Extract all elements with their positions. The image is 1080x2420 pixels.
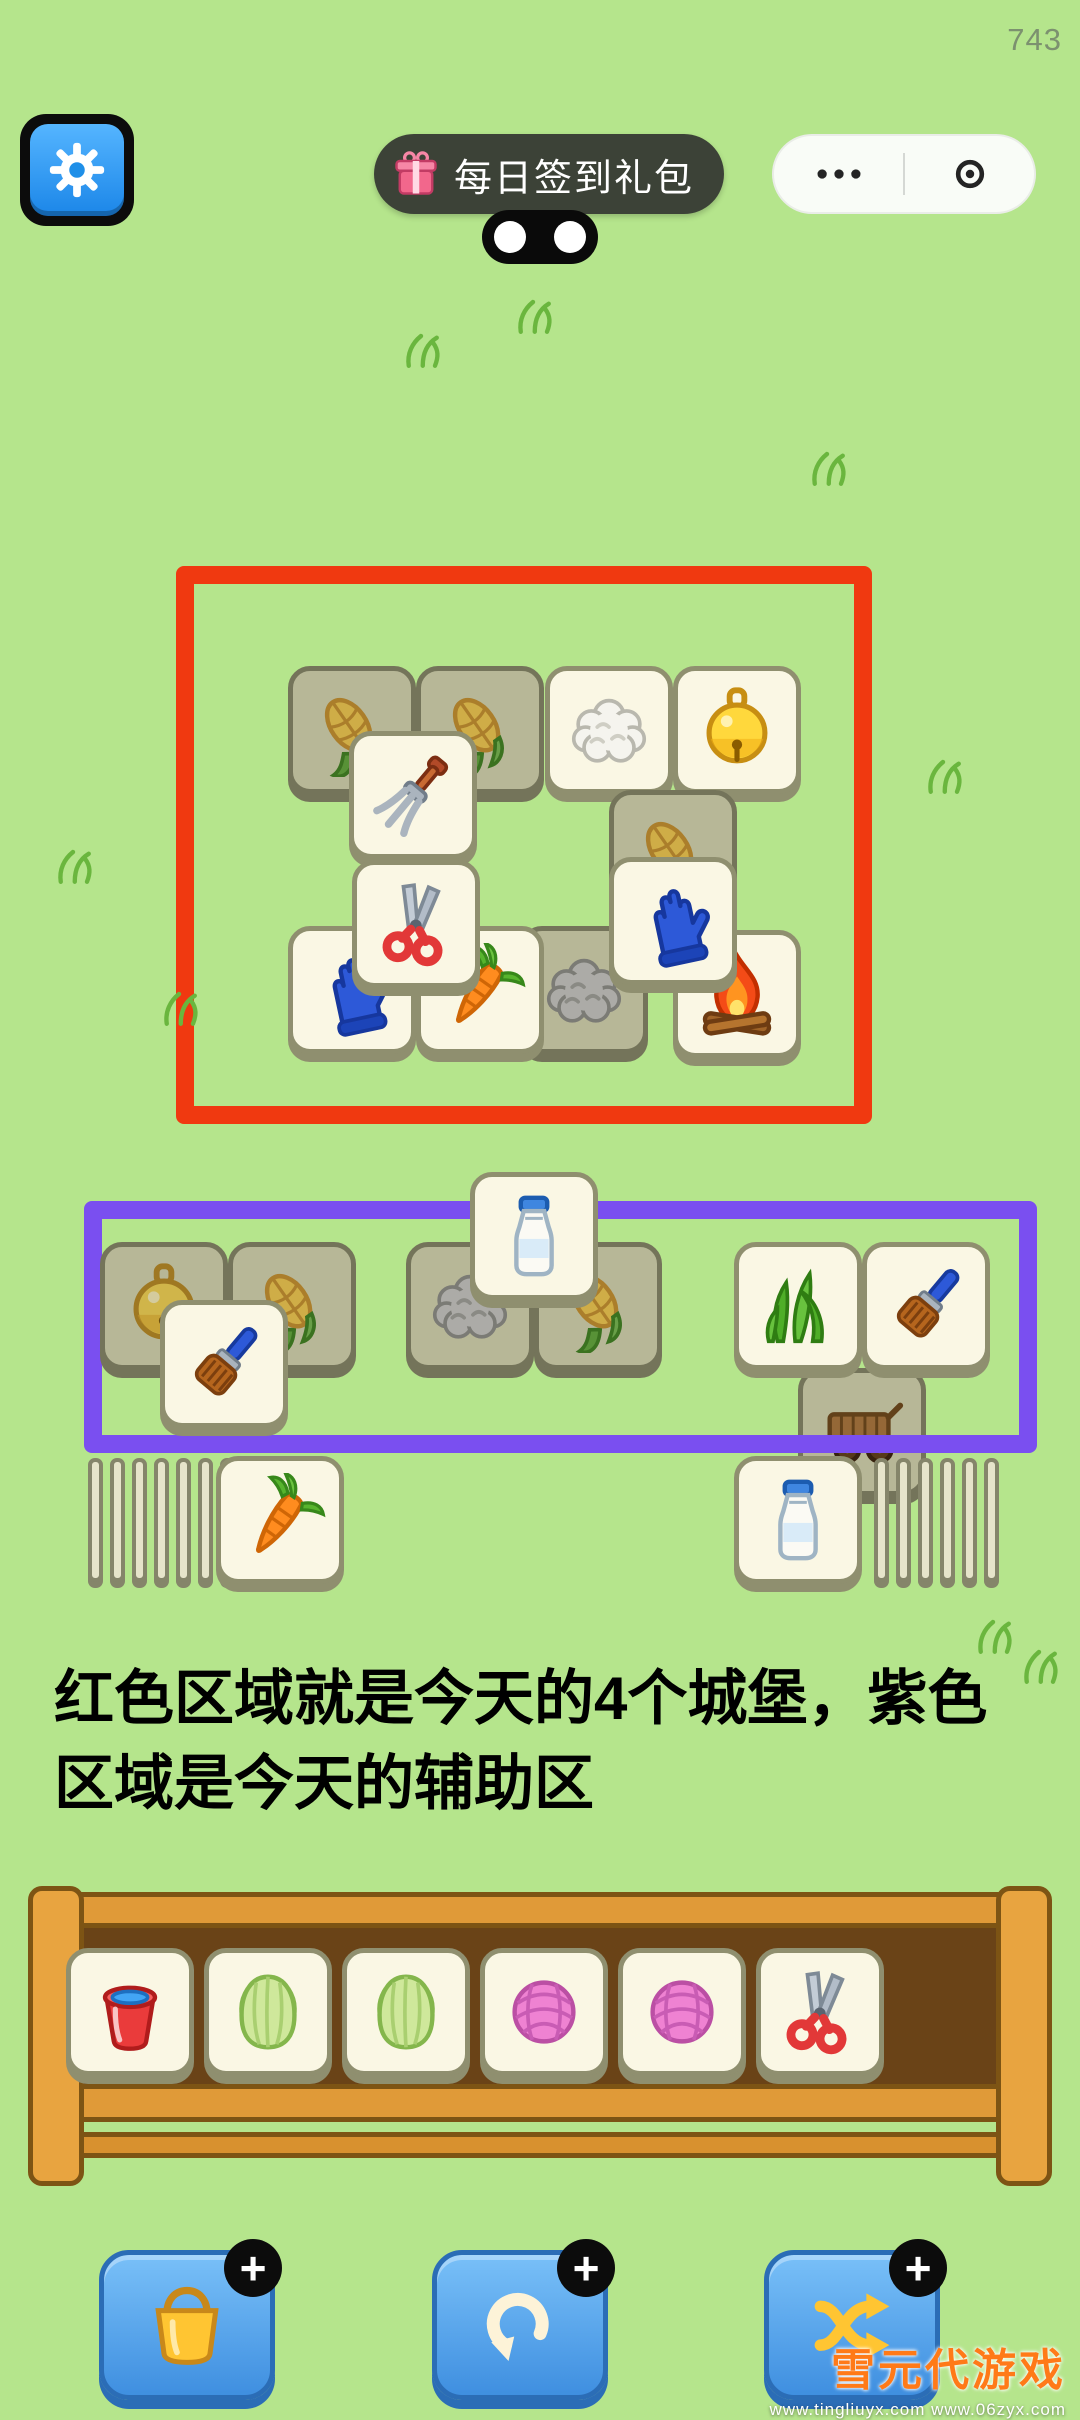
tile-glove[interactable] — [609, 857, 737, 985]
carrot-icon — [233, 1473, 327, 1567]
tile-stack-slat — [198, 1458, 213, 1582]
tile-stack-slat — [940, 1458, 955, 1582]
grass-tuft-decoration — [806, 440, 862, 496]
tile-brush[interactable] — [160, 1300, 288, 1428]
grass-tuft-decoration — [158, 980, 214, 1036]
settings-button-face — [30, 124, 124, 216]
tile-shears[interactable] — [352, 860, 480, 988]
tile-stack-slat — [984, 1458, 999, 1582]
glove-icon — [626, 874, 720, 968]
tile-shears — [756, 1948, 884, 2076]
cabbage-icon — [359, 1965, 453, 2059]
prop-remove-button[interactable]: + — [99, 2239, 282, 2400]
watermark-urls: www.tingliuyx.com www.06zyx.com — [769, 2400, 1066, 2419]
purple-helper-outline — [84, 1201, 1037, 1453]
tile-wool[interactable] — [545, 666, 673, 794]
shelf-top-plank — [38, 1892, 1044, 1928]
daily-signin-label: 每日签到礼包 — [454, 157, 695, 200]
bucket-icon — [83, 1965, 177, 2059]
miniprogram-capsule — [772, 134, 1036, 214]
tile-stack-slat — [132, 1458, 147, 1582]
brush-icon — [879, 1259, 973, 1353]
bell-icon — [690, 683, 784, 777]
tile-milk[interactable] — [734, 1456, 862, 1584]
record-circle-icon — [943, 147, 997, 201]
milk-icon — [751, 1473, 845, 1567]
milk-icon — [487, 1189, 581, 1283]
shelf-bottom-plank — [38, 2084, 1044, 2122]
tile-cabbage — [342, 1948, 470, 2076]
tile-stack-slat — [918, 1458, 933, 1582]
shelf-right-post — [996, 1886, 1052, 2186]
shears-icon — [369, 877, 463, 971]
prop-shuffle-plus-badge[interactable]: + — [889, 2239, 947, 2297]
pitchfork-icon — [366, 748, 460, 842]
tile-campfire[interactable] — [673, 930, 801, 1058]
tile-cabbage — [204, 1948, 332, 2076]
capsule-close-button[interactable] — [905, 136, 1034, 212]
brush-icon — [177, 1317, 271, 1411]
more-dots-icon — [812, 147, 866, 201]
red-castle-outline — [176, 566, 872, 1124]
strategy-caption: 红色区域就是今天的4个城堡，紫色 区域是今天的辅助区 — [54, 1665, 988, 1818]
watermark: 雪元代游戏 www.tingliuyx.com www.06zyx.com — [770, 2334, 1066, 2420]
shelf-lower-rail — [70, 2132, 1012, 2158]
wool-icon — [562, 683, 656, 777]
capsule-divider — [903, 153, 905, 195]
tile-stack-slat — [896, 1458, 911, 1582]
cabbage-icon — [221, 1965, 315, 2059]
yarn-pink-icon — [497, 1965, 591, 2059]
yarn-pink-icon — [635, 1965, 729, 2059]
tile-brush[interactable] — [862, 1242, 990, 1370]
tile-stack-slat — [154, 1458, 169, 1582]
bag-icon — [141, 2279, 233, 2371]
prop-remove-plus-badge[interactable]: + — [224, 2239, 282, 2297]
tile-bucket — [66, 1948, 194, 2076]
tile-stack-slat — [88, 1458, 103, 1582]
prop-shuffle-button[interactable]: + — [764, 2239, 947, 2400]
tile-stack-slat — [176, 1458, 191, 1582]
grass-tuft-decoration — [512, 288, 568, 344]
grass-tuft-decoration — [52, 838, 108, 894]
capsule-more-button[interactable] — [774, 136, 903, 212]
tile-yarn-pink — [618, 1948, 746, 2076]
grass-tuft-decoration — [1018, 1638, 1074, 1694]
undo-icon — [474, 2279, 566, 2371]
tile-pitchfork[interactable] — [349, 731, 477, 859]
tile-stack-slat — [874, 1458, 889, 1582]
memory-counter: 743 — [1007, 22, 1062, 57]
bone-handle — [482, 210, 598, 264]
daily-signin-button[interactable]: 每日签到礼包 — [374, 134, 725, 214]
tile-yarn-pink — [480, 1948, 608, 2076]
grass-tuft-decoration — [922, 748, 978, 804]
gear-icon — [46, 139, 108, 201]
prop-undo-plus-badge[interactable]: + — [557, 2239, 615, 2297]
tile-grass[interactable] — [734, 1242, 862, 1370]
tile-milk[interactable] — [470, 1172, 598, 1300]
tile-stack-slat — [110, 1458, 125, 1582]
settings-button[interactable] — [20, 114, 134, 226]
shears-icon — [773, 1965, 867, 2059]
prop-undo-button[interactable]: + — [432, 2239, 615, 2400]
tile-carrot[interactable] — [216, 1456, 344, 1584]
grass-icon — [751, 1259, 845, 1353]
tile-bell[interactable] — [673, 666, 801, 794]
gift-icon — [390, 148, 442, 200]
grass-tuft-decoration — [400, 322, 456, 378]
watermark-title: 雪元代游戏 — [831, 2346, 1066, 2395]
tile-stack-slat — [962, 1458, 977, 1582]
